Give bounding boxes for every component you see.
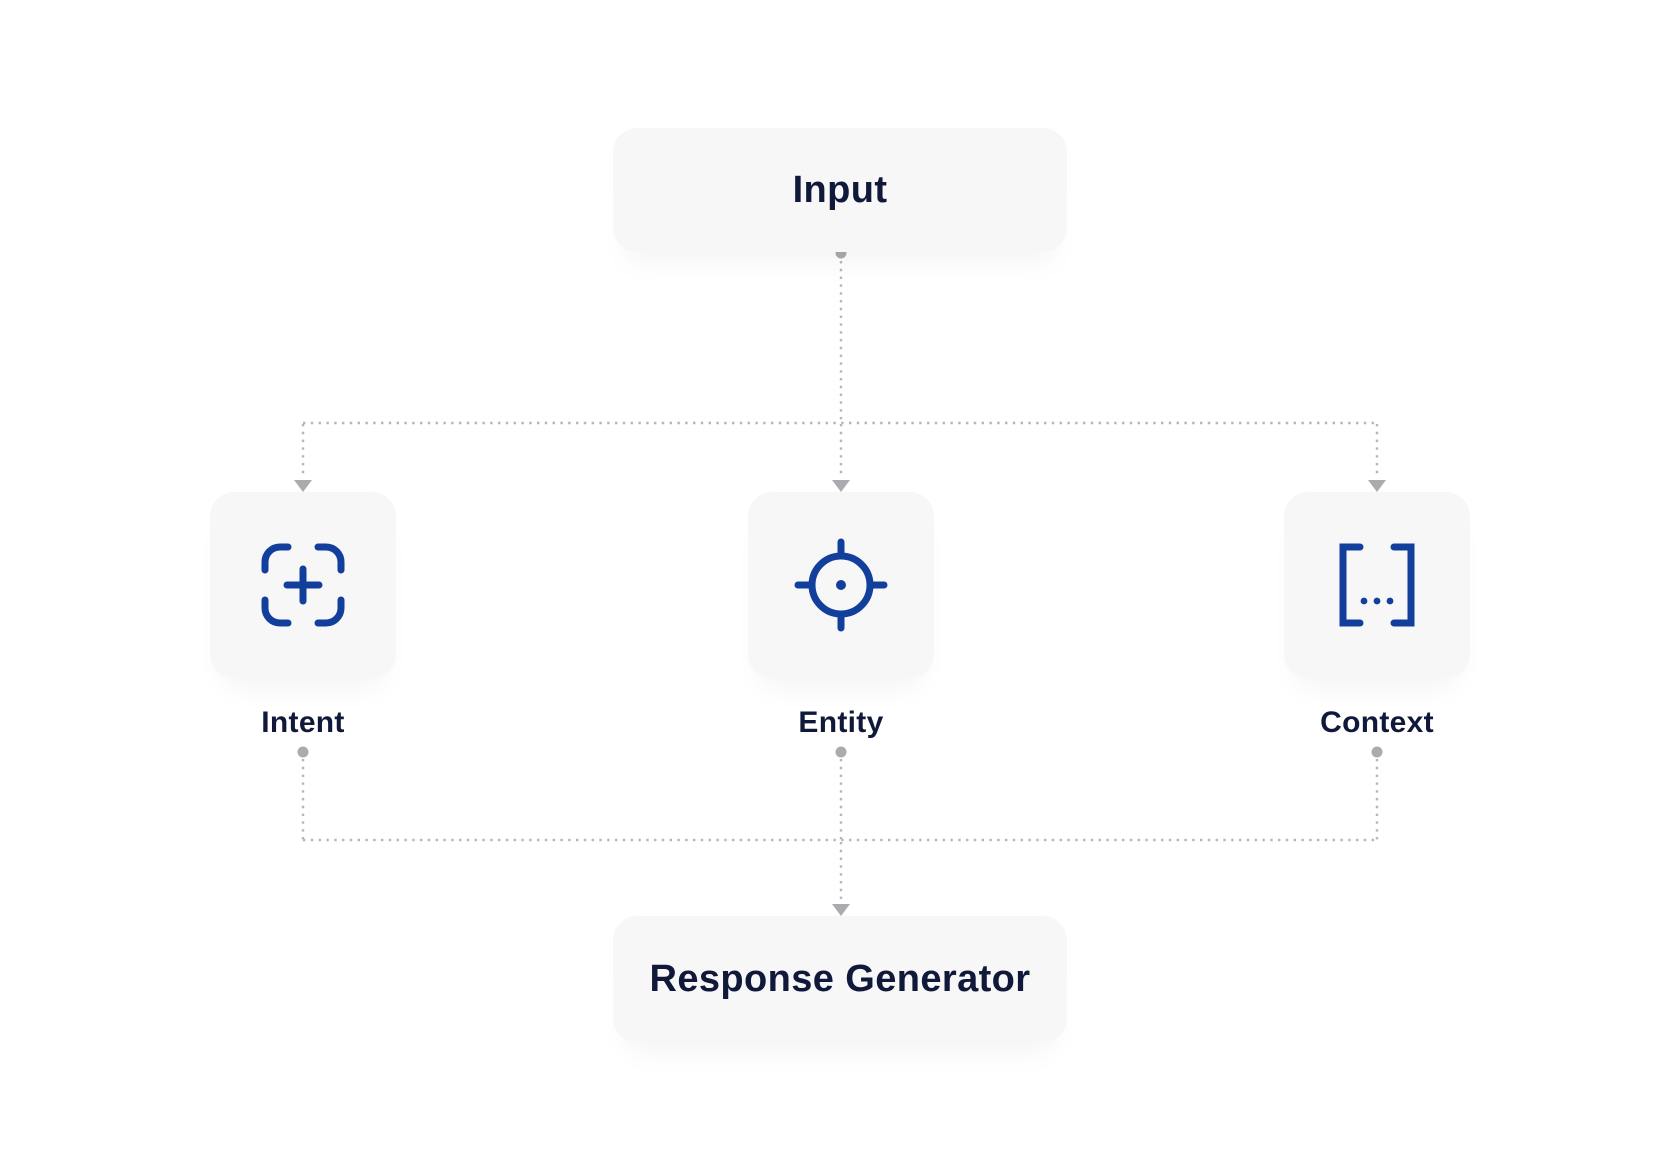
- arrowhead-intent: [294, 480, 312, 492]
- intent-node-label: Intent: [261, 706, 345, 739]
- input-node-label: Input: [792, 168, 888, 211]
- focus-plus-icon: [255, 537, 351, 633]
- input-node: Input: [613, 128, 1067, 252]
- response-generator-label: Response Generator: [649, 957, 1031, 1000]
- entity-node-label: Entity: [798, 706, 884, 739]
- brackets-ellipsis-icon: [1329, 537, 1425, 633]
- connector-origin-dot: [1371, 746, 1383, 758]
- entity-node: [748, 492, 934, 678]
- response-generator-node: Response Generator: [613, 916, 1067, 1042]
- arrowhead-entity: [832, 480, 850, 492]
- context-node-label: Context: [1320, 706, 1434, 739]
- arrowhead-context: [1368, 480, 1386, 492]
- crosshair-target-icon: [793, 537, 889, 633]
- connector-origin-dot: [297, 746, 309, 758]
- arrowhead-output: [832, 904, 850, 916]
- context-node: [1284, 492, 1470, 678]
- intent-node: [210, 492, 396, 678]
- connector-origin-dot: [835, 746, 847, 758]
